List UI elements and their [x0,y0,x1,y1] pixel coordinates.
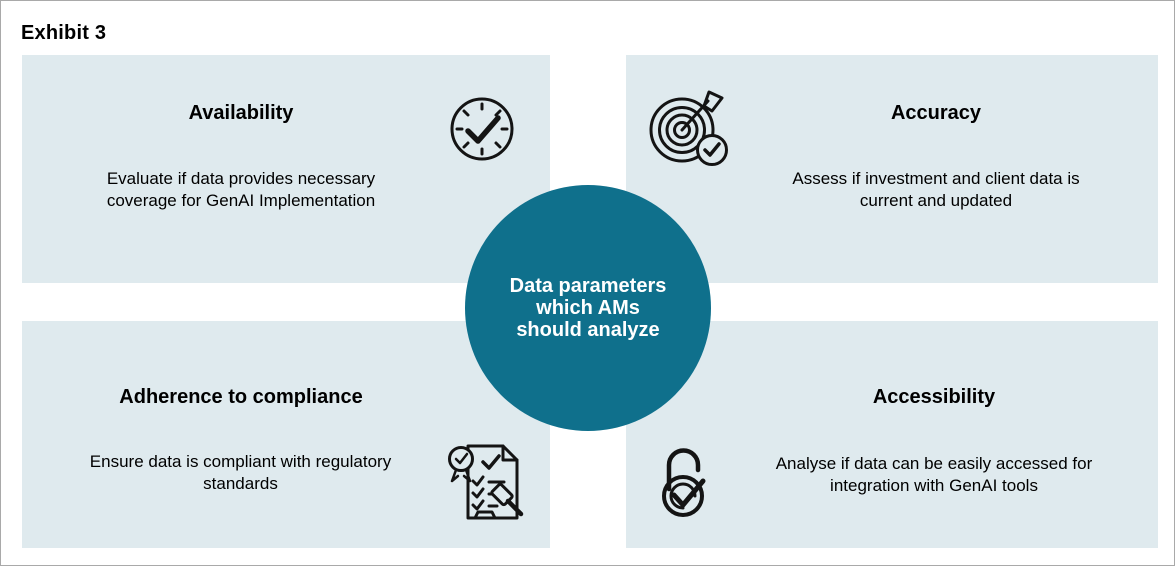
panel-title-availability: Availability [188,102,294,124]
exhibit-label: Exhibit 3 [21,22,107,44]
panel-title-adherence: Adherence to compliance [119,386,363,408]
panel-description-adherence: Ensure data is compliant with regulatory… [89,452,392,493]
center-circle: Data parameters which AMs should analyze [465,185,711,431]
panel-title-accessibility: Accessibility [872,386,996,408]
open-padlock-check-icon [656,443,719,518]
center-circle-line: which AMs [536,297,640,319]
center-circle-text: Data parameters which AMs should analyze [510,275,667,341]
panel-description-availability: Evaluate if data provides necessary cove… [106,169,376,210]
center-circle-line: should analyze [516,319,660,341]
center-circle-line: Data parameters [509,275,667,297]
panel-description-accessibility: Analyse if data can be easily accessed f… [775,454,1093,495]
panel-accessibility: Accessibility Analyse if data can be eas… [626,321,1158,548]
compliance-certificate-gavel-icon [442,438,526,522]
panel-description-accuracy: Assess if investment and client data is … [792,169,1080,210]
panel-title-accuracy: Accuracy [890,102,982,124]
target-arrow-check-icon [648,88,730,168]
panel-adherence-to-compliance: Adherence to compliance Ensure data is c… [22,321,550,548]
clock-check-icon [448,95,516,163]
panel-accuracy: Accuracy Assess if investment and client… [626,55,1158,283]
panel-availability: Availability Evaluate if data provides n… [22,55,550,283]
